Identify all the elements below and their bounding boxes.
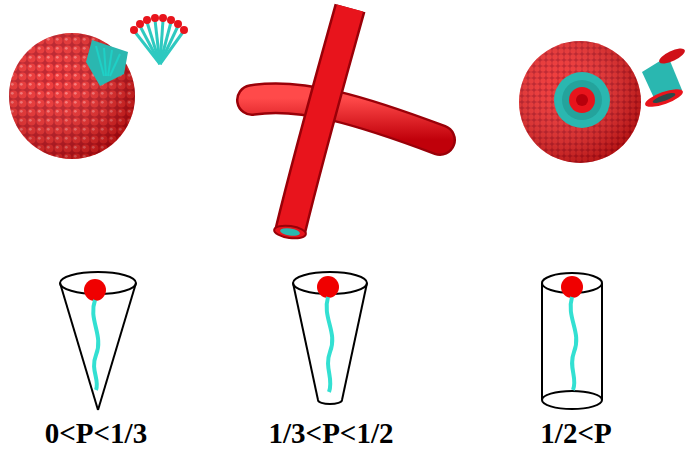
vesicle bbox=[519, 41, 641, 163]
tail-chain bbox=[571, 297, 577, 390]
spherical-micelle bbox=[9, 33, 135, 159]
packing-range: 1/3<P<1/2 bbox=[269, 418, 394, 450]
truncated-cone-shape bbox=[293, 272, 367, 404]
cone-shape bbox=[60, 272, 136, 410]
bilayer-fragment bbox=[642, 46, 687, 111]
cone-fragment bbox=[130, 14, 188, 64]
head-group bbox=[84, 279, 106, 301]
head-group bbox=[561, 276, 583, 298]
cylinder-shape bbox=[542, 273, 602, 409]
cylindrical-micelles bbox=[252, 8, 440, 240]
head-group bbox=[317, 276, 339, 298]
tail-chain bbox=[93, 300, 98, 390]
tail-chain bbox=[327, 297, 333, 392]
packing-range: 0<P<1/3 bbox=[45, 418, 147, 450]
packing-range: 1/2<P bbox=[540, 418, 611, 450]
